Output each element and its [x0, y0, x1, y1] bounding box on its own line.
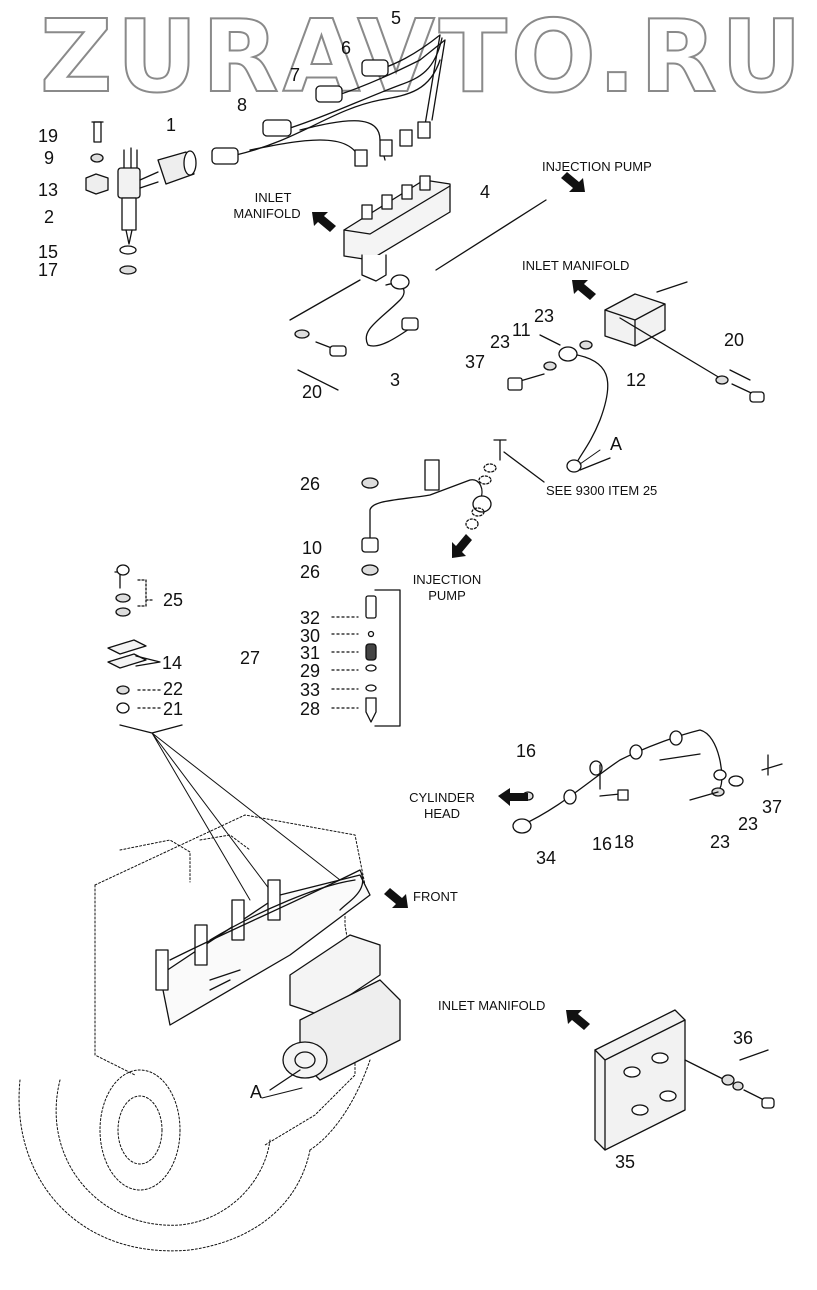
- callout-23-d: 23: [738, 814, 759, 834]
- watermark: ZURAVTO.RU: [39, 0, 806, 115]
- callout-3: 3: [390, 370, 401, 390]
- callout-8: 8: [237, 95, 248, 115]
- callout-20-right: 20: [724, 330, 745, 350]
- injector-pipes: [211, 34, 446, 167]
- engine-block-outline: [18, 814, 371, 1252]
- pipe-assembly-10: [361, 439, 545, 576]
- arrow-inlet-manifold-1: [312, 212, 336, 232]
- caption-cylinder-head-line2: HEAD: [423, 806, 461, 821]
- callout-26-b: 26: [300, 562, 321, 582]
- caption-injection-pump-2-line1: INJECTION: [412, 572, 482, 587]
- injector-assembly: [85, 121, 197, 275]
- fuel-rail: [289, 175, 547, 391]
- callout-18: 18: [614, 832, 635, 852]
- callout-19: 19: [38, 126, 59, 146]
- callout-7: 7: [290, 65, 301, 85]
- callout-28: 28: [300, 699, 321, 719]
- callout-A-2: A: [250, 1082, 263, 1102]
- callout-14: 14: [162, 653, 183, 673]
- arrow-inlet-manifold-3: [566, 1010, 590, 1030]
- arrow-injection-pump-1: [561, 172, 585, 192]
- engine-fuel-system: [155, 869, 401, 1091]
- callout-29: 29: [300, 661, 321, 681]
- callout-4: 4: [480, 182, 491, 202]
- callout-5: 5: [391, 8, 402, 28]
- arrow-inlet-manifold-2: [572, 280, 596, 300]
- valve-kit-27: [331, 589, 401, 727]
- inlet-manifold-block-35: [594, 1009, 775, 1151]
- callout-20-left: 20: [302, 382, 323, 402]
- callout-17: 17: [38, 260, 59, 280]
- caption-inlet-manifold-1-line2: MANIFOLD: [233, 206, 301, 221]
- callout-26-a: 26: [300, 474, 321, 494]
- leak-off-pipe-12: [507, 334, 611, 473]
- caption-inlet-manifold-2: INLET MANIFOLD: [522, 258, 630, 273]
- caption-injection-pump-2-line2: PUMP: [428, 588, 466, 603]
- callout-27: 27: [240, 648, 261, 668]
- callout-13: 13: [38, 180, 59, 200]
- callout-36: 36: [733, 1028, 754, 1048]
- caption-see-ref: SEE 9300 ITEM 25: [546, 483, 658, 498]
- arrow-cylinder-head: [498, 788, 528, 806]
- arrow-front: [384, 888, 408, 908]
- direction-arrows: [312, 172, 596, 1030]
- callout-23-a: 23: [534, 306, 555, 326]
- arrow-injection-pump-2: [452, 534, 472, 558]
- callout-37-b: 37: [762, 797, 783, 817]
- callout-11: 11: [512, 320, 531, 340]
- callout-9: 9: [44, 148, 55, 168]
- callout-22: 22: [163, 679, 184, 699]
- callout-10: 10: [302, 538, 323, 558]
- callout-34: 34: [536, 848, 557, 868]
- callout-25: 25: [163, 590, 184, 610]
- callout-31: 31: [300, 643, 321, 663]
- callout-23-b: 23: [490, 332, 511, 352]
- callout-A-1: A: [610, 434, 623, 454]
- caption-inlet-manifold-3: INLET MANIFOLD: [438, 998, 546, 1013]
- callout-37-a: 37: [465, 352, 486, 372]
- caption-injection-pump-1: INJECTION PUMP: [542, 159, 652, 174]
- callout-1: 1: [166, 115, 177, 135]
- clamp-parts: [107, 564, 341, 901]
- inlet-manifold-block-20: [604, 281, 765, 403]
- caption-cylinder-head-line1: CYLINDER: [409, 790, 475, 805]
- callout-23-c: 23: [710, 832, 731, 852]
- caption-front: FRONT: [413, 889, 458, 904]
- callout-21: 21: [163, 699, 184, 719]
- callout-2: 2: [44, 207, 55, 227]
- callout-6: 6: [341, 38, 352, 58]
- callout-30: 30: [300, 626, 321, 646]
- callout-16-b: 16: [592, 834, 613, 854]
- callout-32: 32: [300, 608, 321, 628]
- return-pipe-34: [512, 729, 783, 834]
- caption-inlet-manifold-1-line1: INLET: [254, 190, 292, 205]
- callout-35: 35: [615, 1152, 636, 1172]
- callout-15: 15: [38, 242, 59, 262]
- callout-33: 33: [300, 680, 321, 700]
- callout-12: 12: [626, 370, 647, 390]
- callout-16-a: 16: [516, 741, 537, 761]
